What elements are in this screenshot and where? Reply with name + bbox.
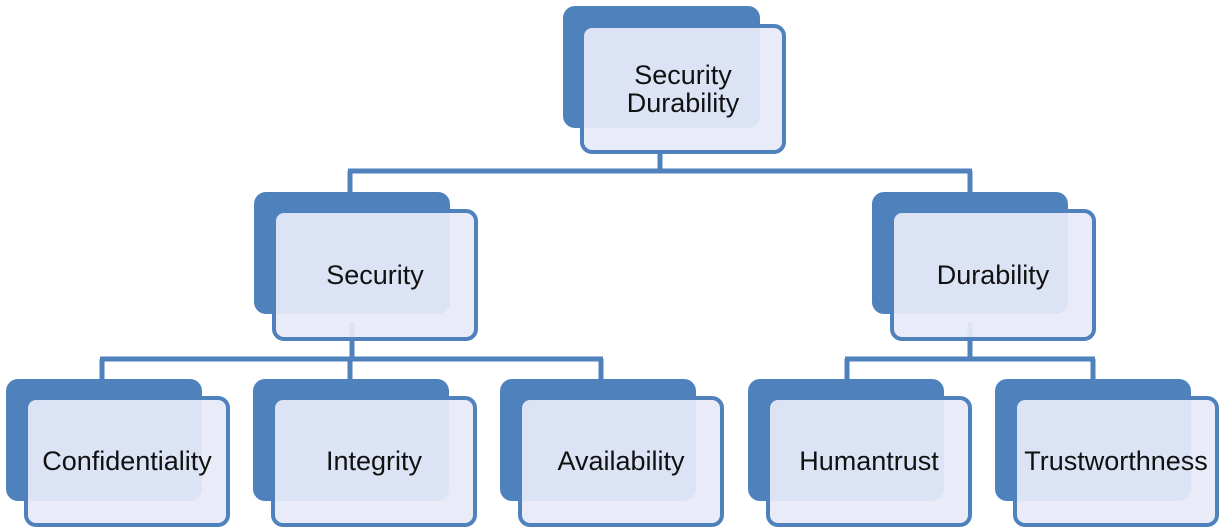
node-label: Integrity <box>325 446 423 477</box>
node-label: Durability <box>936 259 1050 290</box>
node-label: Security <box>326 259 424 290</box>
node-label: Humantrust <box>799 446 939 477</box>
node-label: Trustworthness <box>1024 446 1208 477</box>
node-label: Availability <box>557 446 685 477</box>
node-label: Security Durability <box>626 59 740 118</box>
node-label-line1: Security <box>634 59 732 90</box>
node-label: Confidentiality <box>42 446 212 477</box>
node-label-line2: Durability <box>626 88 740 118</box>
